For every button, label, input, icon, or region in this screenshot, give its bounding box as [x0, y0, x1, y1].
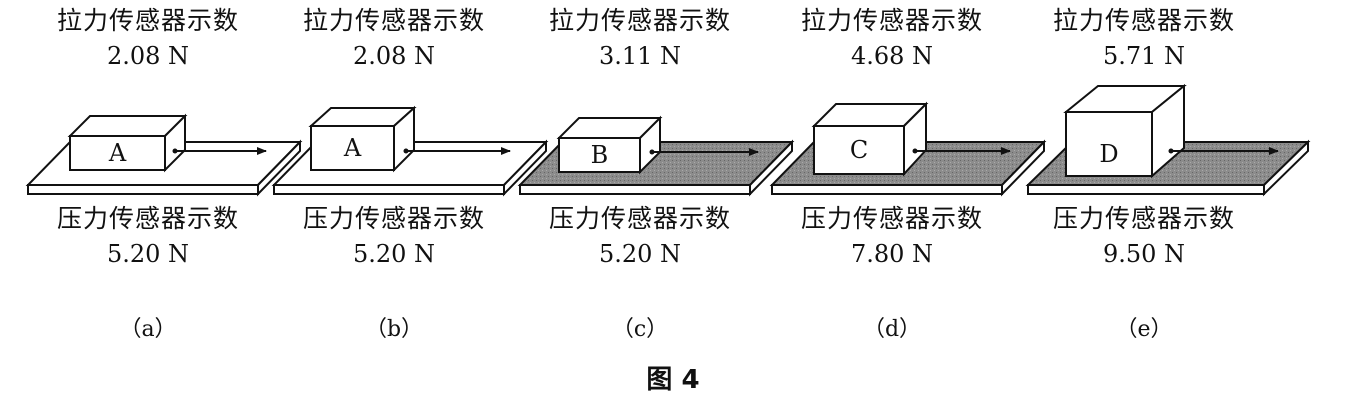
pull-sensor-value: 5.71 N — [1102, 42, 1186, 70]
panel-a: 拉力传感器示数 2.08 N A 压力传感器示数 5.20 N （a） — [20, 0, 303, 360]
subfigure-label: （e） — [1115, 317, 1173, 342]
block-label: B — [590, 141, 609, 169]
pull-sensor-value: 3.11 N — [598, 42, 682, 70]
setup-diagram — [769, 101, 1047, 197]
pressure-sensor-label: 压力传感器示数 — [56, 204, 239, 233]
pressure-sensor-value: 7.80 N — [850, 240, 934, 268]
block-front — [1065, 111, 1153, 177]
pull-sensor-value: 2.08 N — [106, 42, 190, 70]
setup-diagram — [271, 105, 549, 197]
subfigure-label: （b） — [364, 317, 424, 342]
setup-diagram — [25, 113, 303, 197]
surface-plate-side — [257, 139, 301, 197]
pull-sensor-value: 4.68 N — [850, 42, 934, 70]
pressure-sensor-value: 9.50 N — [1102, 240, 1186, 268]
panel-e: 拉力传感器示数 5.71 N D 压力传感器示数 9.50 N （e） — [1016, 0, 1311, 360]
setup-diagram — [517, 115, 795, 197]
pull-sensor-label: 拉力传感器示数 — [548, 6, 731, 35]
surface-plate-edge — [273, 184, 505, 195]
surface-plate-side — [1263, 139, 1309, 197]
pressure-sensor-label: 压力传感器示数 — [1052, 204, 1235, 233]
panel-b: 拉力传感器示数 2.08 N A 压力传感器示数 5.20 N （b） — [266, 0, 549, 360]
pull-sensor-label: 拉力传感器示数 — [302, 6, 485, 35]
pressure-sensor-value: 5.20 N — [106, 240, 190, 268]
block-label: A — [108, 139, 127, 167]
surface-plate-side — [1001, 139, 1045, 197]
subfigure-label: （c） — [611, 317, 669, 342]
pull-sensor-label: 拉力传感器示数 — [56, 6, 239, 35]
block-label: C — [849, 136, 869, 164]
block-front — [558, 137, 641, 173]
surface-plate-edge — [1027, 184, 1265, 195]
block-front — [69, 135, 166, 171]
pull-sensor-label: 拉力传感器示数 — [1052, 6, 1235, 35]
setup-diagram — [1025, 83, 1311, 197]
pressure-sensor-label: 压力传感器示数 — [548, 204, 731, 233]
surface-plate-side — [503, 139, 547, 197]
block-front — [813, 125, 905, 175]
pressure-sensor-label: 压力传感器示数 — [302, 204, 485, 233]
subfigure-label: （d） — [862, 317, 922, 342]
pressure-sensor-value: 5.20 N — [598, 240, 682, 268]
surface-plate-side — [749, 139, 793, 197]
block-label: D — [1099, 140, 1119, 168]
subfigure-label: （a） — [119, 317, 177, 342]
block-label: A — [343, 134, 362, 162]
panel-c: 拉力传感器示数 3.11 N B 压力传感器示数 5.20 N （c） — [512, 0, 795, 360]
pull-sensor-value: 2.08 N — [352, 42, 436, 70]
figure-caption: 图 4 — [646, 365, 700, 395]
surface-plate-edge — [27, 184, 259, 195]
pressure-sensor-label: 压力传感器示数 — [800, 204, 983, 233]
panel-d: 拉力传感器示数 4.68 N C 压力传感器示数 7.80 N （d） — [764, 0, 1047, 360]
pressure-sensor-value: 5.20 N — [352, 240, 436, 268]
surface-plate-edge — [771, 184, 1003, 195]
surface-plate-edge — [519, 184, 751, 195]
block-front — [310, 125, 395, 171]
pull-sensor-label: 拉力传感器示数 — [800, 6, 983, 35]
